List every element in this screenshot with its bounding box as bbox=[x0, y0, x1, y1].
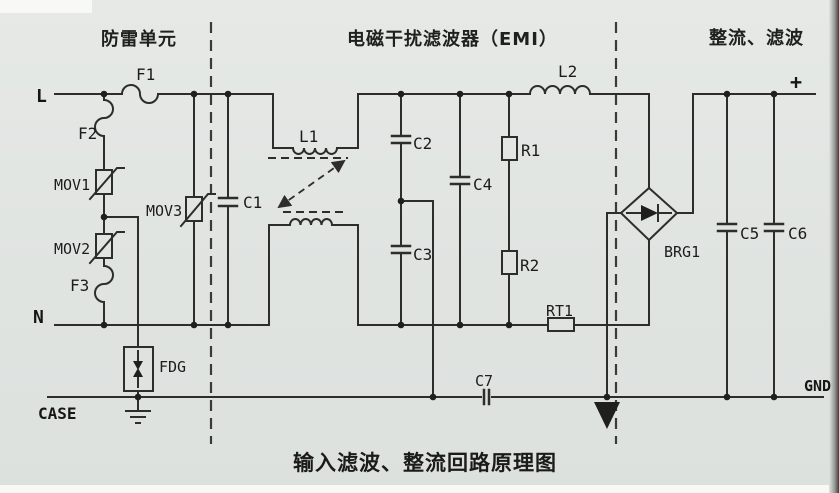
varistor-mov2-body bbox=[95, 233, 113, 259]
fdg-up-arrow bbox=[133, 368, 143, 377]
capacitor-c6: C6 bbox=[763, 222, 807, 243]
terminal-label-positive: + bbox=[790, 70, 802, 94]
scan-bottom-strip bbox=[0, 485, 839, 493]
varistor-mov1-body bbox=[95, 169, 113, 195]
discharge-tube-fdg-body bbox=[123, 346, 154, 392]
thermistor-rt1-body bbox=[547, 317, 575, 332]
bridge-diode-triangle bbox=[641, 205, 658, 221]
capacitor-c5-plates bbox=[716, 222, 738, 233]
resistor-r2-body bbox=[501, 250, 518, 275]
l1-bottom-winding bbox=[288, 218, 334, 227]
resistor-r1: R1 bbox=[501, 136, 540, 161]
fuse-f2-label: F2 bbox=[78, 124, 97, 143]
earth-ground-symbol bbox=[125, 396, 151, 424]
wire-bridge-negative bbox=[606, 212, 622, 398]
capacitor-c1-label: C1 bbox=[243, 193, 262, 212]
section-label-rectifier: 整流、滤波 bbox=[708, 27, 804, 49]
resistor-r1-body bbox=[501, 136, 518, 161]
varistor-mov1-stroke bbox=[88, 167, 125, 201]
varistor-mov3-label: MOV3 bbox=[146, 202, 182, 220]
capacitor-c6-label: C6 bbox=[788, 224, 807, 243]
terminal-label-neutral: N bbox=[33, 307, 44, 328]
capacitor-c2-plates bbox=[390, 134, 412, 145]
wire-bridge-positive-rail bbox=[676, 93, 816, 214]
capacitor-c7-plates bbox=[482, 388, 491, 406]
capacitor-c3-plates bbox=[390, 244, 412, 255]
capacitor-c5: C5 bbox=[716, 222, 759, 243]
varistor-mov1: MOV1 bbox=[54, 167, 125, 201]
varistor-mov3: MOV3 bbox=[146, 193, 216, 228]
capacitor-c2: C2 bbox=[390, 134, 432, 153]
fuse-f1-label: F1 bbox=[136, 65, 155, 84]
capacitor-c6-plates bbox=[763, 222, 785, 233]
resistor-r2: R2 bbox=[501, 250, 539, 275]
wire-ycap-mid-to-gnd bbox=[400, 200, 434, 398]
discharge-tube-fdg-label: FDG bbox=[159, 358, 186, 376]
l1-coupling-arrow bbox=[277, 159, 346, 209]
flow-arrow-down bbox=[594, 402, 620, 429]
common-mode-choke-l1: L1 bbox=[268, 127, 348, 227]
resistor-r1-label: R1 bbox=[521, 141, 540, 160]
wire-fdg-branch bbox=[103, 216, 139, 398]
capacitor-c4-plates bbox=[449, 175, 471, 186]
scan-right-band bbox=[829, 0, 839, 493]
capacitor-c4: C4 bbox=[449, 175, 492, 194]
fuse-f3: F3 bbox=[70, 264, 114, 304]
section-labels: 防雷单元 电磁干扰滤波器（EMI） 整流、滤波 bbox=[101, 27, 804, 50]
terminal-label-gnd: GND bbox=[804, 377, 831, 395]
capacitor-c4-label: C4 bbox=[473, 175, 492, 194]
inductor-l2-winding bbox=[528, 85, 592, 96]
terminal-labels: L N CASE GND + bbox=[33, 70, 831, 423]
capacitor-c1: C1 bbox=[217, 193, 262, 212]
thermistor-rt1: RT1 bbox=[546, 302, 575, 332]
varistor-mov2-label: MOV2 bbox=[54, 240, 90, 258]
varistor-mov3-stroke bbox=[179, 193, 216, 228]
inductor-l2: L2 bbox=[528, 62, 592, 96]
capacitor-c7: C7 bbox=[475, 372, 493, 406]
fuse-f2-symbol bbox=[94, 98, 114, 138]
bridge-rectifier-brg1-label: BRG1 bbox=[664, 243, 700, 261]
varistor-mov2: MOV2 bbox=[54, 231, 125, 265]
varistor-mov3-body bbox=[185, 196, 203, 222]
scan-corner-highlight bbox=[0, 0, 92, 13]
section-label-emi: 电磁干扰滤波器（EMI） bbox=[347, 28, 558, 50]
fdg-down-arrow bbox=[133, 361, 143, 370]
l1-top-winding bbox=[291, 146, 339, 155]
capacitor-c3-label: C3 bbox=[413, 245, 432, 264]
bridge-rectifier-brg1: BRG1 bbox=[619, 186, 700, 261]
terminal-label-case: CASE bbox=[38, 404, 77, 423]
wires bbox=[47, 93, 824, 398]
fuse-f2: F2 bbox=[78, 98, 114, 143]
fuse-f1-symbol bbox=[120, 84, 160, 104]
earth-ground-strokes bbox=[125, 396, 151, 424]
terminal-label-live: L bbox=[36, 86, 47, 107]
wire-neutral-rail bbox=[54, 224, 650, 326]
inductor-l2-label: L2 bbox=[558, 62, 577, 81]
wire-live-rail bbox=[54, 93, 650, 189]
fuse-f3-label: F3 bbox=[70, 276, 89, 295]
capacitor-c7-label: C7 bbox=[475, 372, 493, 390]
capacitor-c5-label: C5 bbox=[740, 224, 759, 243]
capacitor-c1-plates bbox=[217, 196, 239, 208]
section-label-lightning: 防雷单元 bbox=[101, 28, 177, 50]
capacitor-c2-label: C2 bbox=[413, 134, 432, 153]
fuse-f3-symbol bbox=[94, 264, 114, 304]
varistor-mov2-stroke bbox=[88, 231, 125, 265]
capacitor-c3: C3 bbox=[390, 244, 432, 264]
resistor-r2-label: R2 bbox=[520, 256, 539, 275]
varistor-mov1-label: MOV1 bbox=[54, 176, 90, 194]
common-mode-choke-l1-label: L1 bbox=[299, 127, 318, 146]
thermistor-rt1-label: RT1 bbox=[546, 302, 573, 320]
bridge-diamond bbox=[619, 186, 679, 242]
fuse-f1: F1 bbox=[120, 65, 160, 104]
discharge-tube-fdg: FDG bbox=[123, 346, 186, 392]
diagram-title: 输入滤波、整流回路原理图 bbox=[293, 451, 557, 475]
junction-dots bbox=[100, 90, 778, 401]
